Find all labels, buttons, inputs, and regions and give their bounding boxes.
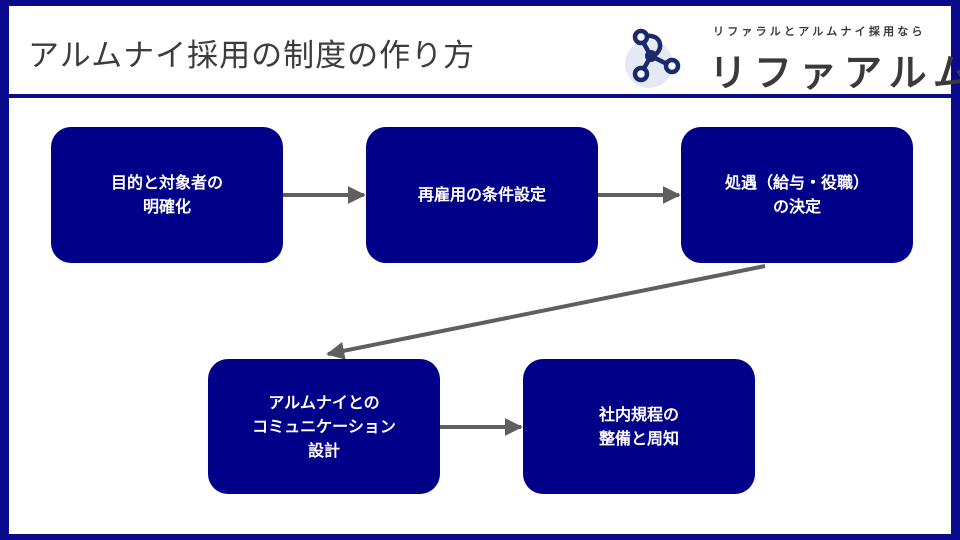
- logo-tagline: リファラルとアルムナイ採用なら: [713, 25, 926, 38]
- flow-step-communication-design: アルムナイとの コミュニケーション 設計: [208, 359, 440, 494]
- logo-wordmark: リファアルム: [709, 51, 960, 95]
- flow-step-purpose-target: 目的と対象者の 明確化: [51, 127, 283, 263]
- flow-step-rehire-conditions: 再雇用の条件設定: [366, 127, 598, 263]
- network-nodes-icon: [625, 28, 681, 88]
- arrow-step3-to-step4: [326, 264, 766, 360]
- page-title: アルムナイ採用の制度の作り方: [28, 38, 476, 74]
- flow-step-internal-rules: 社内規程の 整備と周知: [523, 359, 755, 494]
- brand-logo: リファラルとアルムナイ採用なら リファアルム: [621, 16, 960, 95]
- flow-step-compensation: 処遇（給与・役職） の決定: [681, 127, 913, 263]
- header-bar: アルムナイ採用の制度の作り方 リファラルとアルムナイ採用なら リファアルム: [9, 6, 960, 98]
